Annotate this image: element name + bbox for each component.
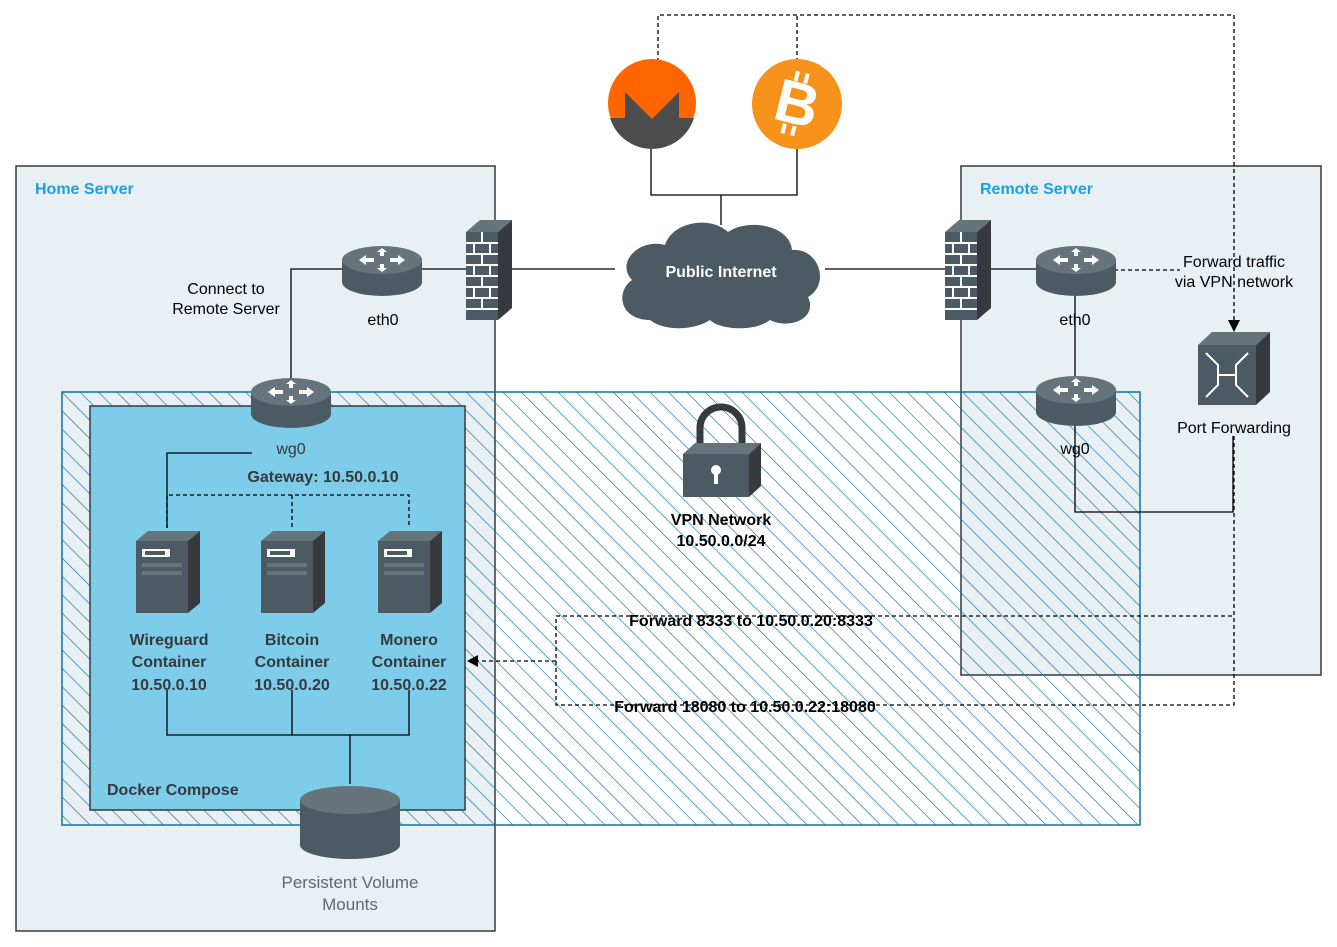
database-icon bbox=[300, 786, 400, 859]
vpn-network-label-line1: VPN Network bbox=[671, 512, 772, 529]
volume-label-line2: Mounts bbox=[322, 895, 378, 914]
remote-firewall-icon bbox=[945, 220, 991, 320]
remote-wg0-label: wg0 bbox=[1059, 441, 1089, 458]
home-router-icon bbox=[342, 246, 422, 296]
dashed-lines bbox=[166, 14, 1235, 706]
forward-traffic-line2: via VPN network bbox=[1175, 274, 1294, 291]
docker-compose-label: Docker Compose bbox=[107, 782, 239, 799]
connect-label-line1: Connect to bbox=[187, 281, 264, 298]
arrow-head-port-forwarding bbox=[1228, 320, 1240, 332]
wireguard-server-icon bbox=[136, 531, 200, 613]
svg-text:Container: Container bbox=[132, 654, 207, 671]
monero-container-label: Monero Container 10.50.0.22 bbox=[371, 632, 447, 694]
svg-text:Wireguard: Wireguard bbox=[130, 632, 209, 649]
remote-wg0-router-icon bbox=[1036, 376, 1116, 426]
svg-text:Container: Container bbox=[255, 654, 330, 671]
lock-icon bbox=[683, 403, 761, 497]
monero-server-icon bbox=[378, 531, 442, 613]
bitcoin-logo-icon: B bbox=[752, 59, 842, 149]
home-firewall-icon bbox=[466, 220, 512, 320]
svg-text:Bitcoin: Bitcoin bbox=[265, 632, 319, 649]
svg-text:10.50.0.20: 10.50.0.20 bbox=[254, 677, 330, 694]
wireguard-container-label: Wireguard Container 10.50.0.10 bbox=[130, 632, 209, 694]
arrow-head-containers bbox=[467, 655, 478, 667]
volume-label-line1: Persistent Volume bbox=[281, 873, 418, 892]
port-forwarding-label: Port Forwarding bbox=[1177, 420, 1291, 437]
connect-label-line2: Remote Server bbox=[172, 301, 280, 318]
remote-server-title: Remote Server bbox=[980, 181, 1093, 198]
home-wg0-router-icon bbox=[251, 378, 331, 428]
monero-logo-icon bbox=[608, 59, 696, 149]
remote-eth0-label: eth0 bbox=[1059, 312, 1090, 329]
home-eth0-label: eth0 bbox=[367, 312, 398, 329]
svg-text:Container: Container bbox=[372, 654, 447, 671]
forward-18080-label: Forward 18080 to 10.50.0.22:18080 bbox=[614, 699, 876, 716]
cloud-icon: Public Internet bbox=[622, 222, 820, 329]
public-internet-label: Public Internet bbox=[665, 264, 777, 281]
forward-8333-label: Forward 8333 to 10.50.0.20:8333 bbox=[629, 613, 873, 630]
home-server-title: Home Server bbox=[35, 181, 134, 198]
vpn-network-label-line2: 10.50.0.0/24 bbox=[677, 533, 766, 550]
remote-router-icon bbox=[1036, 246, 1116, 296]
gateway-label: Gateway: 10.50.0.10 bbox=[247, 469, 398, 486]
svg-text:10.50.0.10: 10.50.0.10 bbox=[131, 677, 207, 694]
forward-traffic-line1: Forward traffic bbox=[1183, 254, 1285, 271]
bitcoin-container-label: Bitcoin Container 10.50.0.20 bbox=[254, 632, 330, 694]
bitcoin-server-icon bbox=[261, 531, 325, 613]
home-wg0-label: wg0 bbox=[275, 441, 305, 458]
switch-icon bbox=[1198, 332, 1270, 405]
svg-text:10.50.0.22: 10.50.0.22 bbox=[371, 677, 447, 694]
svg-text:Monero: Monero bbox=[380, 632, 438, 649]
